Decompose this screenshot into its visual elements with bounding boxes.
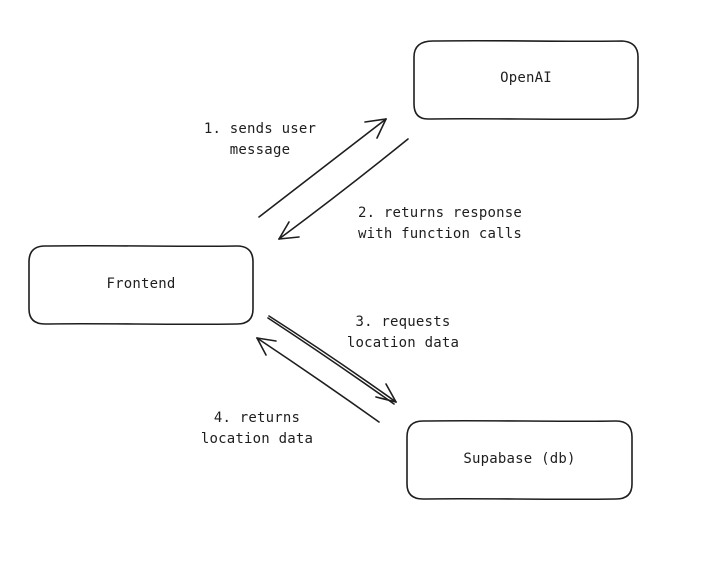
- edge-label-line: with function calls: [358, 226, 522, 242]
- supabase-box[interactable]: [406, 419, 633, 501]
- openai-box[interactable]: [413, 39, 639, 121]
- edge-label-line: 3. requests: [355, 314, 451, 330]
- arrow-sends-user-message: [258, 118, 387, 218]
- arrow-returns-response: [278, 138, 409, 240]
- edge-label-returns-location-data: 4. returns location data: [192, 408, 322, 450]
- edge-label-line: 1. sends user: [203, 121, 317, 137]
- edge-label-line: 4. returns: [213, 410, 301, 426]
- supabase-label: Supabase (db): [463, 451, 576, 467]
- edge-label-line: message: [229, 142, 291, 158]
- openai-label: OpenAI: [500, 70, 552, 86]
- edge-label-sends-user-message: 1. sends user message: [196, 119, 324, 161]
- edge-label-line: location data: [346, 335, 460, 351]
- edge-label-returns-response: 2. returns response with function calls: [350, 203, 530, 245]
- arrow-requests-location-data: [267, 315, 397, 405]
- edge-label-requests-location-data: 3. requests location data: [338, 312, 468, 354]
- frontend-box[interactable]: [28, 244, 254, 326]
- edge-label-line: 2. returns response: [358, 205, 522, 221]
- arrow-returns-location-data: [256, 337, 380, 423]
- frontend-label: Frontend: [106, 276, 176, 292]
- edge-label-line: location data: [200, 431, 314, 447]
